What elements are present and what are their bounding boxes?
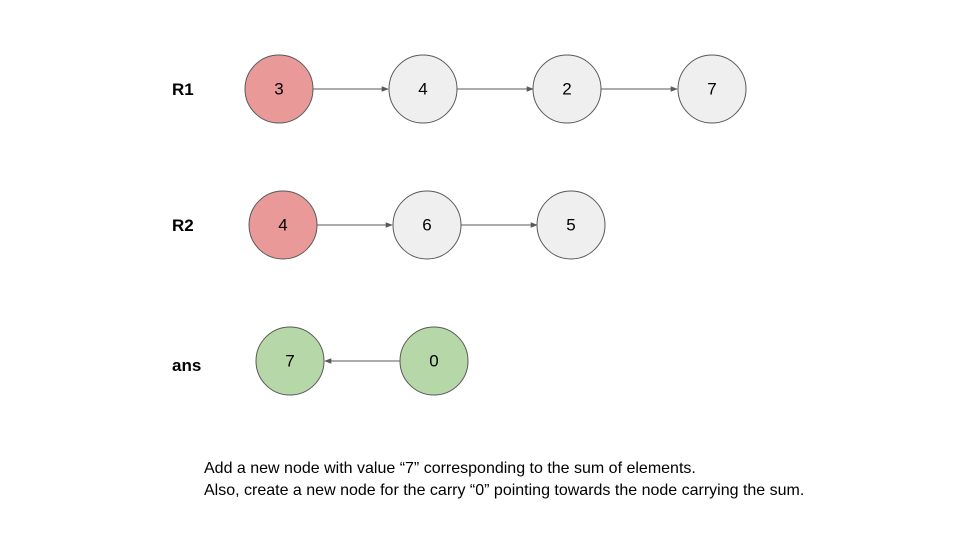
r1-node-3: 2 [532,54,602,124]
r1-node-4-value: 7 [707,80,716,99]
r1-node-1-circle [244,54,314,124]
ans-node-1-circle [255,326,325,396]
r2-node-3-circle [536,190,606,260]
ans-node-2-circle [399,326,469,396]
r2-node-2-value: 6 [422,216,431,235]
r2-node-1-circle [248,190,318,260]
caption-line-2: Also, create a new node for the carry “0… [204,482,804,499]
r2-node-3: 5 [536,190,606,260]
r1-node-1-value: 3 [274,80,283,99]
row-label-ans: ans [172,356,201,375]
r1-node-2-value: 4 [418,80,427,99]
r1-node-2-circle [388,54,458,124]
r1-node-3-value: 2 [562,80,571,99]
r2-node-2: 6 [392,190,462,260]
r1-node-3-circle [532,54,602,124]
r1-node-4-circle [677,54,747,124]
r2-node-3-value: 5 [566,216,575,235]
ans-node-2-value: 0 [429,352,438,371]
ans-node-2: 0 [399,326,469,396]
r2-node-1: 4 [248,190,318,260]
caption-line-1: Add a new node with value “7” correspond… [204,460,696,477]
ans-node-1: 7 [255,326,325,396]
r1-node-2: 4 [388,54,458,124]
r2-node-1-value: 4 [278,216,287,235]
row-label-r1: R1 [172,80,194,99]
row-label-r2: R2 [172,216,194,235]
r2-node-2-circle [392,190,462,260]
r1-node-1: 3 [244,54,314,124]
ans-node-1-value: 7 [285,352,294,371]
r1-node-4: 7 [677,54,747,124]
